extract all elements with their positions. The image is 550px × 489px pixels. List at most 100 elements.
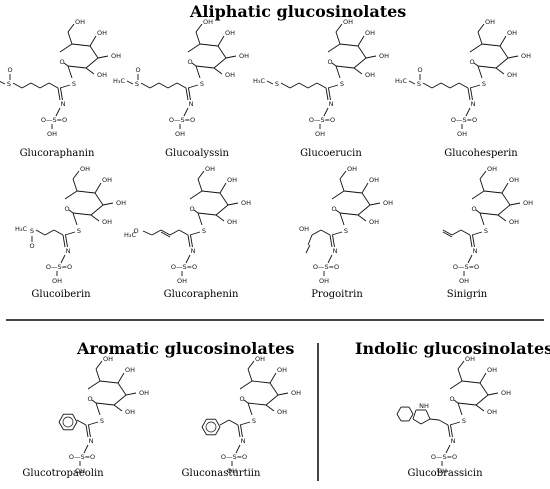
- ring-bond: [353, 57, 367, 69]
- thio-bond: [471, 231, 483, 236]
- hydroxyl-label: OH: [383, 199, 393, 207]
- ring-bond: [213, 57, 227, 69]
- hydroxyl-label: OH: [291, 389, 301, 397]
- oh-bond: [357, 35, 365, 47]
- ring-bond: [117, 382, 127, 396]
- ring-bond: [461, 380, 481, 384]
- chain-sulfur-label: S: [275, 80, 279, 88]
- hydroxyl-label: OH: [365, 29, 375, 37]
- ring-bond: [90, 204, 104, 216]
- hydroxyl-label: OH: [102, 218, 112, 226]
- imine-bond: [329, 234, 333, 248]
- ring-bond: [191, 62, 197, 67]
- chain-bond: [167, 82, 178, 89]
- side-chain: NH: [396, 402, 449, 426]
- chain-bond: [30, 82, 41, 89]
- methyl-label: H₃C: [113, 77, 125, 85]
- chain-bond: [320, 229, 331, 236]
- ring-bond: [343, 190, 363, 194]
- oh-bond: [357, 214, 367, 222]
- hydroxyl-label: OH: [75, 18, 85, 26]
- side-chain: [201, 418, 239, 436]
- methyl-bond: [266, 80, 274, 85]
- ring-bond: [265, 394, 279, 406]
- ring-bond: [87, 380, 101, 390]
- hydroxyl-label: OH: [177, 277, 187, 285]
- hydroxyl-label: OH: [509, 176, 519, 184]
- oh-bond: [97, 55, 109, 59]
- hydroxyl-label: OH: [369, 218, 379, 226]
- ring-bond: [199, 43, 219, 47]
- sulfonate-label: O—S=O: [41, 116, 67, 124]
- ring-bond: [64, 190, 78, 200]
- label-glucohesperin: Glucohesperin: [444, 148, 518, 159]
- ring-bond: [59, 43, 73, 53]
- section-divider-vertical: [317, 343, 319, 481]
- imine-bond: [332, 234, 335, 248]
- oh-bond: [225, 55, 237, 59]
- ketone-oxygen-label: O: [133, 227, 138, 235]
- aromatic-bond: [396, 406, 402, 415]
- oh-bond: [507, 55, 519, 59]
- chain-bond: [21, 82, 32, 89]
- thio-bond: [331, 231, 343, 236]
- ch2oh-bond: [197, 178, 203, 192]
- hydroxyl-label: OH: [437, 467, 447, 475]
- sulfonate-label: O—S=O: [453, 263, 479, 271]
- chain-sulfur-label: S: [7, 80, 11, 88]
- methyl-label: H₃C: [124, 231, 136, 239]
- ch2oh-bond: [195, 31, 201, 45]
- label-glucoerucin: Glucoerucin: [300, 148, 362, 159]
- ring-oxygen-label: O: [471, 205, 476, 213]
- oh-bond: [217, 35, 225, 47]
- hydroxyl-label: OH: [379, 52, 389, 60]
- glycosidic-bond: [197, 212, 203, 226]
- ring-bond: [193, 209, 199, 214]
- aromatic-bond: [58, 421, 64, 431]
- heading-aliphatic: Aliphatic glucosinolates: [190, 2, 407, 21]
- ring-bond: [357, 204, 371, 216]
- oh-bond: [227, 202, 239, 206]
- ring-bond: [215, 204, 229, 216]
- ring-bond: [479, 212, 499, 216]
- methyl-label: H₃C: [253, 77, 265, 85]
- ring-bond: [243, 399, 249, 404]
- chain-bond: [44, 229, 55, 236]
- imine-bond: [85, 424, 89, 438]
- imine-bond: [328, 87, 331, 101]
- sulfur-label: S: [100, 417, 104, 425]
- aromatic-bond: [72, 413, 78, 423]
- oh-bond: [369, 202, 381, 206]
- oh-bond: [487, 392, 499, 396]
- sulfur-label: S: [252, 417, 256, 425]
- n-o-bond: [183, 107, 189, 117]
- ring-bond: [477, 65, 497, 69]
- ring-bond: [91, 399, 97, 404]
- chain-bond: [228, 419, 239, 426]
- ring-bond: [85, 57, 99, 69]
- chain-bond: [53, 229, 64, 236]
- thio-bond: [327, 84, 339, 89]
- hydroxyl-label: OH: [47, 130, 57, 138]
- oh-bond: [89, 35, 97, 47]
- thio-bond: [449, 421, 461, 426]
- hydroxyl-label: OH: [205, 165, 215, 173]
- label-glucoiberin: Glucoiberin: [31, 289, 91, 300]
- glycosidic-bond: [95, 402, 101, 416]
- chain-bond: [307, 82, 318, 89]
- chain-bond: [178, 229, 189, 236]
- hydroxyl-label: OH: [239, 52, 249, 60]
- ch2oh-bond: [477, 23, 485, 33]
- ring-oxygen-label: O: [469, 58, 474, 66]
- chain-bond: [140, 82, 151, 89]
- hydroxyl-label: OH: [125, 366, 135, 374]
- chain-bond: [149, 82, 160, 89]
- oh-bond: [479, 372, 487, 384]
